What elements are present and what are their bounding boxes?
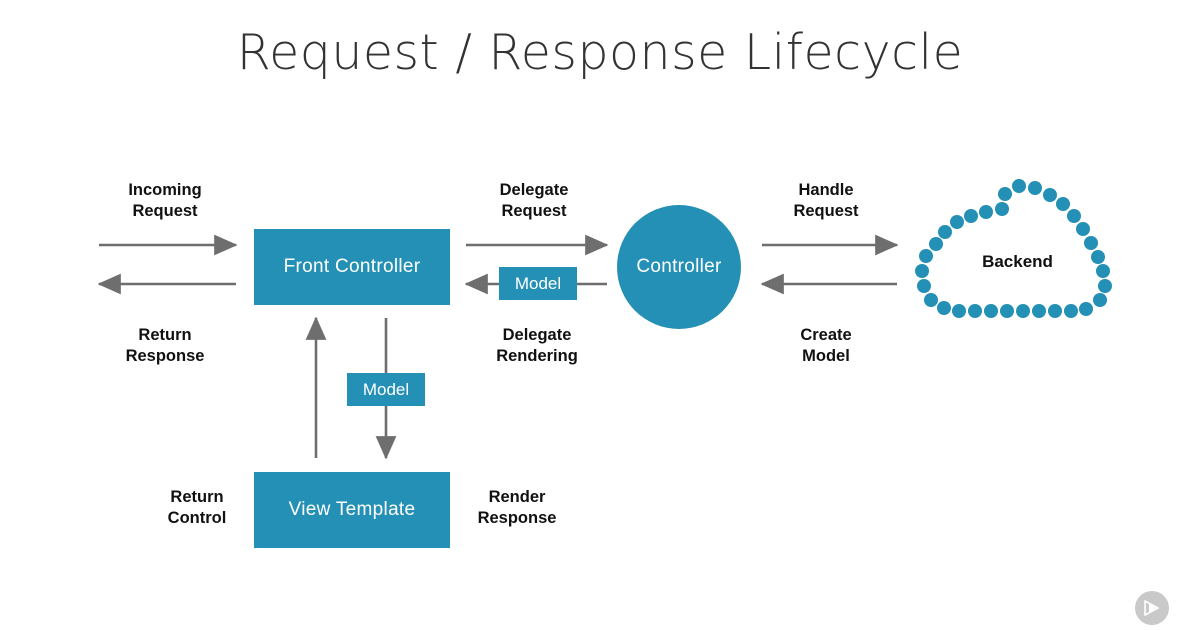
node-model-vertical-label: Model [362, 379, 410, 399]
node-backend[interactable]: Backend [915, 178, 1120, 318]
edge-label-handle-request: Handle Request [793, 181, 859, 220]
edge-label-create-model: Create Model [800, 326, 852, 365]
node-front-controller[interactable]: Front Controller [254, 229, 450, 305]
node-backend-label: Backend [982, 252, 1053, 271]
node-view-template[interactable]: View Template [254, 472, 450, 548]
edge-label-return-control: Return Control [167, 488, 227, 527]
node-model-vertical[interactable]: Model [347, 373, 425, 406]
page-title: Request / Response Lifecycle [236, 24, 964, 81]
edge-label-return-response: Return Response [125, 326, 205, 365]
edge-label-delegate-rendering: Delegate Rendering [496, 326, 578, 365]
node-controller[interactable]: Controller [617, 205, 741, 329]
edge-label-render-response: Render Response [477, 488, 557, 527]
edge-label-incoming-request: Incoming Request [128, 181, 202, 220]
node-controller-label: Controller [636, 256, 722, 277]
play-triangle-icon [1144, 600, 1159, 616]
node-front-controller-label: Front Controller [283, 256, 421, 277]
node-model-horizontal-label: Model [514, 273, 562, 293]
node-view-template-label: View Template [288, 499, 416, 520]
edge-label-delegate-request: Delegate Request [499, 181, 569, 220]
dotted-cloud-icon [915, 179, 1112, 318]
node-model-horizontal[interactable]: Model [499, 267, 577, 300]
play-triangle-logo [1135, 591, 1169, 625]
